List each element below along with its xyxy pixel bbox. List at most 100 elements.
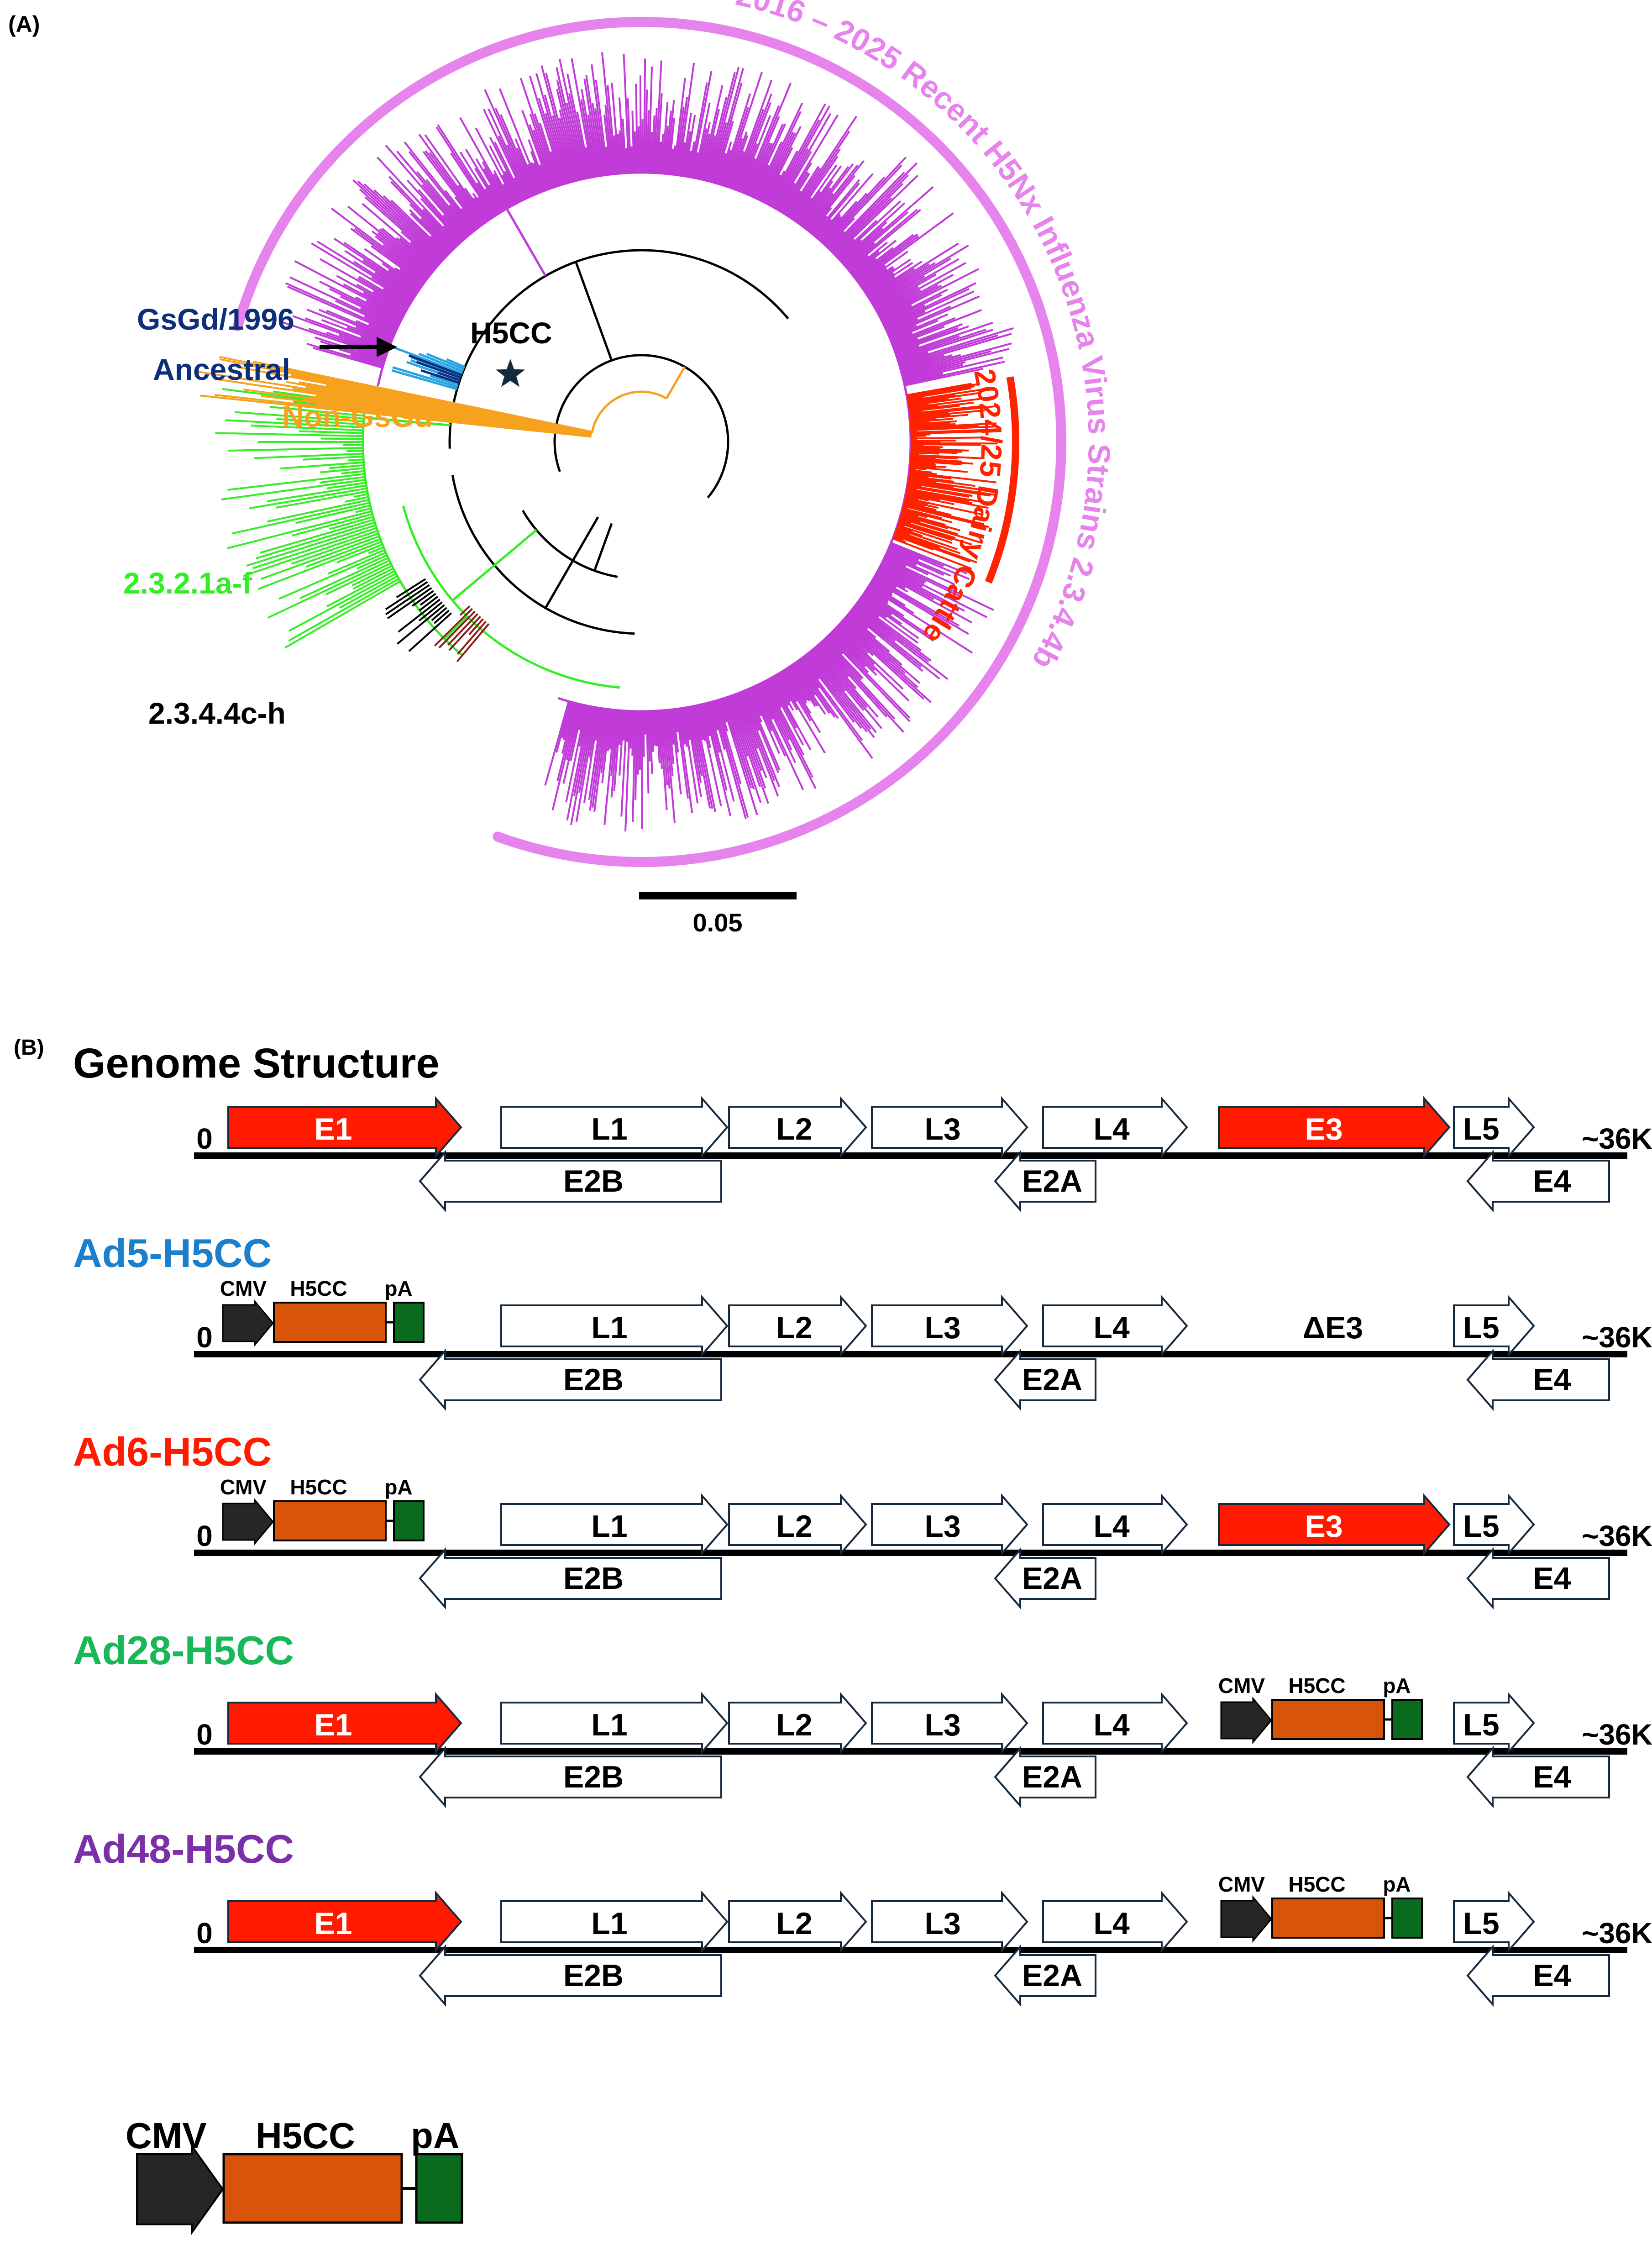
l3-label: L3 <box>924 1708 960 1742</box>
l4-label: L4 <box>1093 1112 1130 1146</box>
tree-connector-4 <box>364 416 451 426</box>
l2-label: L2 <box>776 1310 812 1345</box>
e2a-label: E2A <box>1022 1760 1082 1794</box>
l4-gene <box>1042 1294 1188 1357</box>
genome-baseline <box>194 1351 1627 1357</box>
e2b-label: E2B <box>563 1561 624 1596</box>
e3-label: E3 <box>1305 1112 1343 1146</box>
e2b-label: E2B <box>563 1362 624 1397</box>
ancestral-label: Ancestral <box>153 352 290 386</box>
genome-start-label: 0 <box>196 1519 213 1552</box>
cassette-cmv-promoter <box>222 1299 274 1347</box>
l1-gene <box>500 1096 729 1159</box>
cassette-h5cc-label: H5CC <box>290 1277 347 1300</box>
recent-tips-upper <box>280 52 1014 387</box>
nongsgd-tips <box>198 356 593 438</box>
l1-label: L1 <box>591 1708 627 1742</box>
phylogenetic-tree: 2016 – 2025 Recent H5Nx Influenza Virus … <box>123 0 1117 937</box>
cassette-h5cc-gene <box>273 1500 387 1541</box>
l3-gene <box>871 1692 1028 1755</box>
cassette-h5cc-gene <box>1271 1898 1385 1939</box>
l2-gene <box>728 1493 867 1556</box>
core-arc <box>553 354 729 499</box>
cassette-h5cc-gene <box>273 1302 387 1343</box>
cassette-polya <box>1391 1898 1423 1939</box>
cassette-cmv-label: CMV <box>220 1277 267 1300</box>
e2a-gene <box>994 1348 1096 1411</box>
e4-gene <box>1466 1944 1610 2007</box>
e3-label: E3 <box>1305 1509 1343 1544</box>
e4-label: E4 <box>1533 1164 1571 1199</box>
tree-connector-5 <box>451 529 537 602</box>
e2b-gene <box>419 1150 722 1213</box>
e2b-gene <box>419 1745 722 1808</box>
ad28-h5cc-name: Ad28-H5CC <box>73 1628 294 1673</box>
e2b-gene <box>419 1547 722 1610</box>
h5cc-star-marker <box>495 359 525 387</box>
genome-start-label: 0 <box>196 1917 213 1950</box>
l4-gene <box>1042 1096 1188 1159</box>
genome-baseline <box>194 1152 1627 1159</box>
cassette-polya <box>1391 1699 1423 1740</box>
recent-backbone-arc <box>377 171 912 713</box>
genome-baseline <box>194 1947 1627 1953</box>
e1-gene <box>227 1890 462 1953</box>
e2b-label: E2B <box>563 1164 624 1199</box>
clade-2321-arc <box>362 403 463 657</box>
l2-label: L2 <box>776 1708 812 1742</box>
ad6-h5cc-name: Ad6-H5CC <box>73 1429 272 1474</box>
clade-2344-red-tips <box>434 605 490 662</box>
ad48-h5cc-name: Ad48-H5CC <box>73 1826 294 1871</box>
l5-label: L5 <box>1463 1310 1499 1345</box>
l4-label: L4 <box>1093 1509 1130 1544</box>
l5-gene <box>1453 1294 1535 1357</box>
l4-gene <box>1042 1493 1188 1556</box>
genome-end-label: ~36K <box>1582 1321 1652 1354</box>
l1-label: L1 <box>591 1509 627 1544</box>
delta-e3-label: ΔE3 <box>1303 1310 1363 1345</box>
l4-label: L4 <box>1093 1708 1130 1742</box>
l3-label: L3 <box>924 1310 960 1345</box>
clade-2321-label: 2.3.2.1a-f <box>123 566 253 600</box>
l2-gene <box>728 1294 867 1357</box>
left-expression-cassette: CMV H5CC pA <box>220 1277 425 1347</box>
tree-backbone-arcs <box>362 171 912 713</box>
cassette-h5cc-label: H5CC <box>1288 1872 1345 1896</box>
tree-connector-6 <box>443 615 468 640</box>
tree-connector-1 <box>505 208 547 277</box>
cassette-cmv-label: CMV <box>1218 1674 1265 1698</box>
cassette-h5cc-label: H5CC <box>290 1475 347 1499</box>
cassette-h5cc-gene <box>1271 1699 1385 1740</box>
l1-label: L1 <box>591 1906 627 1941</box>
non-gsgd-label: Non-GsGd <box>282 400 433 433</box>
e1-gene <box>227 1096 462 1159</box>
l4-gene <box>1042 1692 1188 1755</box>
e2a-label: E2A <box>1022 1561 1082 1596</box>
genome-structure-title: Genome Structure <box>73 1040 440 1087</box>
l2-gene <box>728 1890 867 1953</box>
dairy-cattle-tips <box>892 383 1000 570</box>
l5-gene <box>1453 1692 1535 1755</box>
cassette-cmv-label: CMV <box>1218 1872 1265 1896</box>
h5cc-tree-label: H5CC <box>470 316 552 350</box>
cassette-h5cc-label: H5CC <box>1288 1674 1345 1698</box>
e2b-label: E2B <box>563 1760 624 1794</box>
cassette-pa-label: pA <box>384 1277 412 1300</box>
l2-gene <box>728 1692 867 1755</box>
genome-start-label: 0 <box>196 1321 213 1354</box>
e3-gene <box>1218 1493 1451 1556</box>
expression-cassette-legend: CMV H5CC pA <box>126 2115 463 2236</box>
e1-label: E1 <box>314 1112 352 1146</box>
tree-internal-branches <box>364 208 686 640</box>
genome-end-label: ~36K <box>1582 1917 1652 1950</box>
genome-baseline <box>194 1550 1627 1556</box>
e3-gene <box>1218 1096 1451 1159</box>
panel-b-label: (B) <box>14 1036 44 1060</box>
l3-label: L3 <box>924 1906 960 1941</box>
clade-2321-arc-2 <box>402 505 620 689</box>
